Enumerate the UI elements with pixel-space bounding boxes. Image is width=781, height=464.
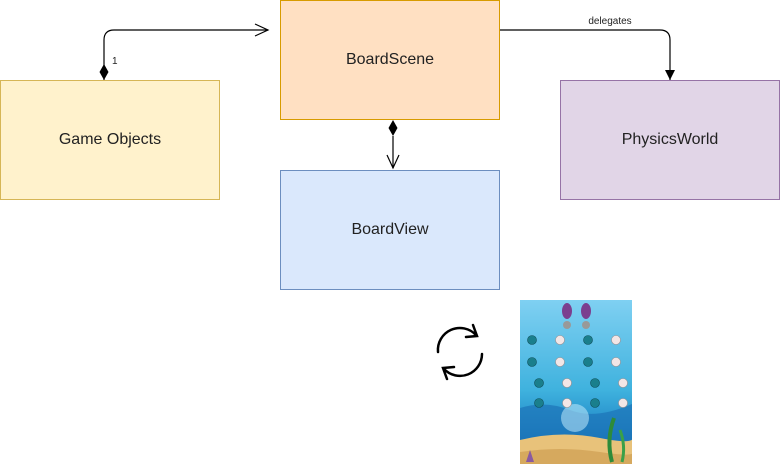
edge-label-delegates: delegates <box>588 16 631 27</box>
physics-world-label: PhysicsWorld <box>621 131 719 148</box>
board-scene-node[interactable]: BoardScene <box>280 0 500 120</box>
multiplicity-left: 1 <box>112 56 118 67</box>
game-objects-node[interactable]: Game Objects <box>0 80 220 200</box>
game-objects-label: Game Objects <box>58 131 162 148</box>
board-view-node[interactable]: BoardView <box>280 170 500 290</box>
board-view-label: BoardView <box>351 221 429 238</box>
composition-diamond-center <box>388 120 398 136</box>
edge-board-scene-physics-world <box>500 29 675 80</box>
refresh-icon <box>436 323 484 381</box>
edge-game-objects-board-scene <box>103 23 270 80</box>
board-scene-label: BoardScene <box>345 51 435 68</box>
game-screenshot-thumbnail <box>520 300 632 464</box>
physics-world-node[interactable]: PhysicsWorld <box>560 80 780 200</box>
composition-diamond-left <box>99 64 109 80</box>
